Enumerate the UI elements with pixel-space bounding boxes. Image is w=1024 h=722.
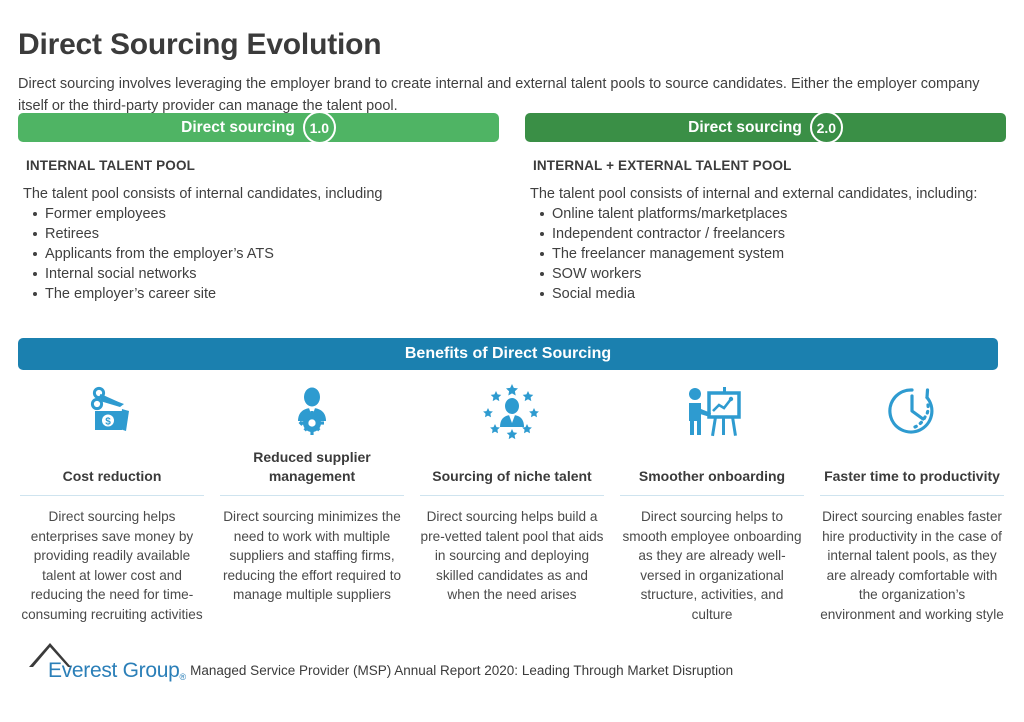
- footer: Everest Group® Managed Service Provider …: [29, 643, 734, 682]
- list-item: Applicants from the employer’s ATS: [33, 244, 499, 264]
- list-item: Online talent platforms/marketplaces: [540, 204, 1006, 224]
- person-with-gear-icon: [284, 380, 340, 442]
- benefit-smoother-onboarding: Smoother onboarding Direct sourcing help…: [612, 380, 812, 624]
- list-item: Internal social networks: [33, 264, 499, 284]
- banner-version-badge: 2.0: [809, 111, 843, 144]
- column-direct-sourcing-2: Direct sourcing 2.0 INTERNAL + EXTERNAL …: [525, 111, 1006, 304]
- benefit-label: Faster time to productivity: [824, 468, 1000, 484]
- benefit-divider: [220, 495, 404, 496]
- benefit-description: Direct sourcing enables faster hire prod…: [820, 509, 1004, 622]
- list-item: SOW workers: [540, 264, 1006, 284]
- person-with-stars-icon: [482, 380, 542, 442]
- benefit-description: Direct sourcing helps enterprises save m…: [21, 509, 203, 622]
- benefit-label: Reduced supplier management: [253, 449, 371, 484]
- pool-intro: The talent pool consists of internal and…: [530, 186, 978, 202]
- list-item: Former employees: [33, 204, 499, 224]
- benefit-label: Cost reduction: [62, 468, 162, 484]
- logo-text: Everest Group: [48, 659, 180, 682]
- banner-label: Direct sourcing: [688, 119, 802, 136]
- benefits-banner-title: Benefits of Direct Sourcing: [404, 345, 612, 362]
- pool-title: INTERNAL + EXTERNAL TALENT POOL: [533, 158, 792, 173]
- benefit-sourcing-niche-talent: Sourcing of niche talent Direct sourcing…: [412, 380, 612, 624]
- list-item: The freelancer management system: [540, 244, 1006, 264]
- page-intro: Direct sourcing involves leveraging the …: [18, 75, 980, 114]
- list-item: Independent contractor / freelancers: [540, 224, 1006, 244]
- pool-list: Former employees Retirees Applicants fro…: [18, 204, 499, 304]
- list-item: Retirees: [33, 224, 499, 244]
- direct-sourcing-columns: Direct sourcing 1.0 INTERNAL TALENT POOL…: [18, 111, 1006, 304]
- benefits-grid: $ Cost reduction Direct sourcing helps e…: [12, 380, 1012, 624]
- benefit-divider: [20, 495, 204, 496]
- benefit-label: Sourcing of niche talent: [432, 468, 592, 484]
- banner-label: Direct sourcing: [181, 119, 295, 136]
- scissors-cutting-money-icon: $: [84, 380, 140, 442]
- benefit-divider: [620, 495, 804, 496]
- benefit-description: Direct sourcing helps to smooth employee…: [622, 509, 802, 622]
- svg-text:$: $: [105, 417, 111, 428]
- banner-direct-sourcing-2: Direct sourcing 2.0: [525, 111, 1006, 144]
- everest-group-logo: Everest Group®: [29, 643, 187, 682]
- pool-intro: The talent pool consists of internal can…: [23, 186, 383, 202]
- benefit-description: Direct sourcing helps build a pre-vetted…: [420, 509, 604, 602]
- list-item: Social media: [540, 284, 1006, 304]
- pool-title: INTERNAL TALENT POOL: [26, 158, 195, 173]
- logo-swoosh-icon: [29, 643, 71, 667]
- benefit-description: Direct sourcing minimizes the need to wo…: [222, 509, 402, 602]
- benefit-label: Smoother onboarding: [638, 468, 786, 484]
- presenter-at-easel-icon: [681, 380, 743, 442]
- benefit-reduced-supplier-management: Reduced supplier management Direct sourc…: [212, 380, 412, 624]
- benefit-faster-time-to-productivity: Faster time to productivity Direct sourc…: [812, 380, 1012, 624]
- footer-source-text: Managed Service Provider (MSP) Annual Re…: [190, 663, 734, 678]
- banner-direct-sourcing-1: Direct sourcing 1.0: [18, 111, 499, 144]
- clock-icon: [883, 380, 941, 442]
- pool-list: Online talent platforms/marketplaces Ind…: [525, 204, 1006, 304]
- column-direct-sourcing-1: Direct sourcing 1.0 INTERNAL TALENT POOL…: [18, 111, 499, 304]
- page-title: Direct Sourcing Evolution: [18, 28, 382, 62]
- logo-registered-mark: ®: [179, 672, 187, 682]
- banner-version-badge: 1.0: [302, 111, 336, 144]
- benefit-divider: [820, 495, 1004, 496]
- benefit-divider: [420, 495, 604, 496]
- benefits-banner: Benefits of Direct Sourcing: [18, 338, 998, 370]
- list-item: The employer’s career site: [33, 284, 499, 304]
- benefit-cost-reduction: $ Cost reduction Direct sourcing helps e…: [12, 380, 212, 624]
